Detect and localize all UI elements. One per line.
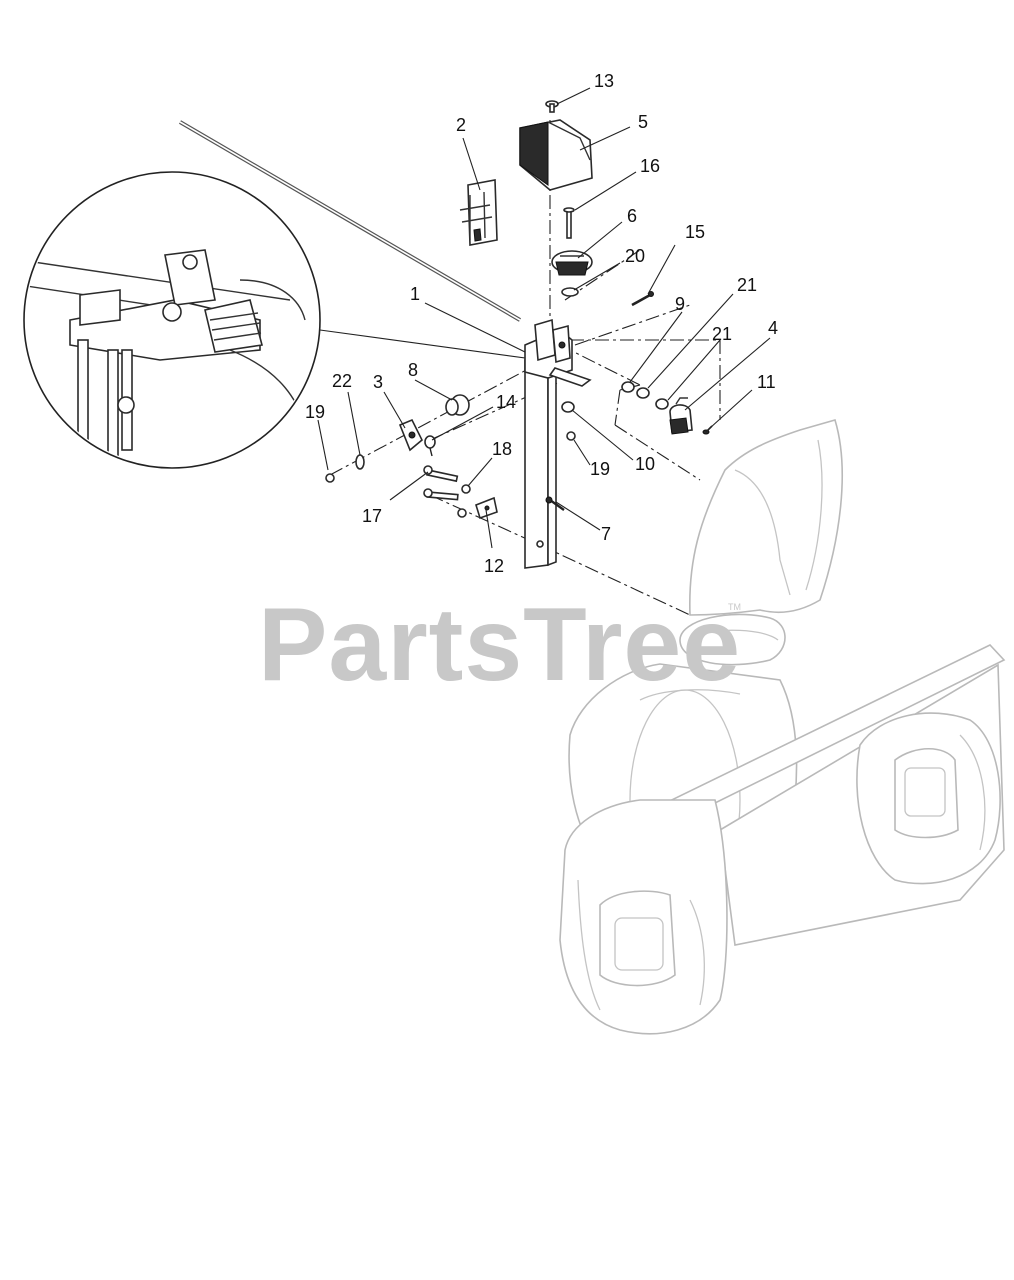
callout-21-upper: 21 xyxy=(737,275,757,295)
callout-18: 18 xyxy=(492,439,512,459)
callout-9: 9 xyxy=(675,294,685,314)
part-4-bevel-gear xyxy=(669,397,693,435)
part-19-nut-right xyxy=(566,431,576,441)
part-6-gear xyxy=(551,250,593,276)
callout-19-left: 19 xyxy=(305,402,325,422)
detail-inset xyxy=(23,171,541,469)
callout-2: 2 xyxy=(456,115,466,135)
part-12-bracket xyxy=(475,496,498,520)
callout-4: 4 xyxy=(768,318,778,338)
part-15-screw xyxy=(631,291,654,307)
part-7-screw xyxy=(545,496,565,511)
part-5-gear-cover xyxy=(519,119,593,191)
part-14-spring xyxy=(424,435,436,457)
trademark-mark: TM xyxy=(728,602,741,612)
callout-6: 6 xyxy=(627,206,637,226)
callout-15: 15 xyxy=(685,222,705,242)
part-22-washer xyxy=(355,454,365,470)
part-9-washer xyxy=(621,381,635,393)
callout-10: 10 xyxy=(635,454,655,474)
callout-14: 14 xyxy=(496,392,516,412)
callout-3: 3 xyxy=(373,372,383,392)
callout-16: 16 xyxy=(640,156,660,176)
part-17-bolts xyxy=(423,465,459,501)
discharge-chute-ghost xyxy=(688,419,843,616)
callout-12: 12 xyxy=(484,556,504,576)
part-19-nut-left xyxy=(325,473,335,483)
part-21-washer-b xyxy=(655,398,669,410)
callout-leaders xyxy=(317,87,771,549)
callout-8: 8 xyxy=(408,360,418,380)
callout-5: 5 xyxy=(638,112,648,132)
partstree-watermark: PartsTree xyxy=(258,587,741,703)
callout-7: 7 xyxy=(601,524,611,544)
chute-ring-ghost xyxy=(679,613,786,666)
part-3-lever xyxy=(398,418,423,452)
callout-17: 17 xyxy=(362,506,382,526)
callout-13: 13 xyxy=(594,71,614,91)
callout-22: 22 xyxy=(332,371,352,391)
part-8-bushing xyxy=(445,394,470,416)
callout-11: 11 xyxy=(757,372,776,392)
callout-20: 20 xyxy=(625,246,645,266)
part-13-screw xyxy=(545,100,559,113)
part-16-pin xyxy=(563,207,575,239)
callout-1: 1 xyxy=(410,284,420,304)
callout-21-lower: 21 xyxy=(712,324,732,344)
part-21-washer-a xyxy=(636,387,650,399)
auger-housing-ghost xyxy=(559,419,1006,1035)
part-18-nut xyxy=(461,484,471,494)
part-2-bracket xyxy=(459,179,498,246)
part-18-nut-b xyxy=(457,508,467,518)
part-10-washer xyxy=(561,401,575,413)
part-1-chute-shaft xyxy=(524,318,592,569)
callout-labels: 13 2 5 16 6 15 20 21 9 1 21 4 22 3 8 11 … xyxy=(305,71,778,576)
callout-19-right: 19 xyxy=(590,459,610,479)
